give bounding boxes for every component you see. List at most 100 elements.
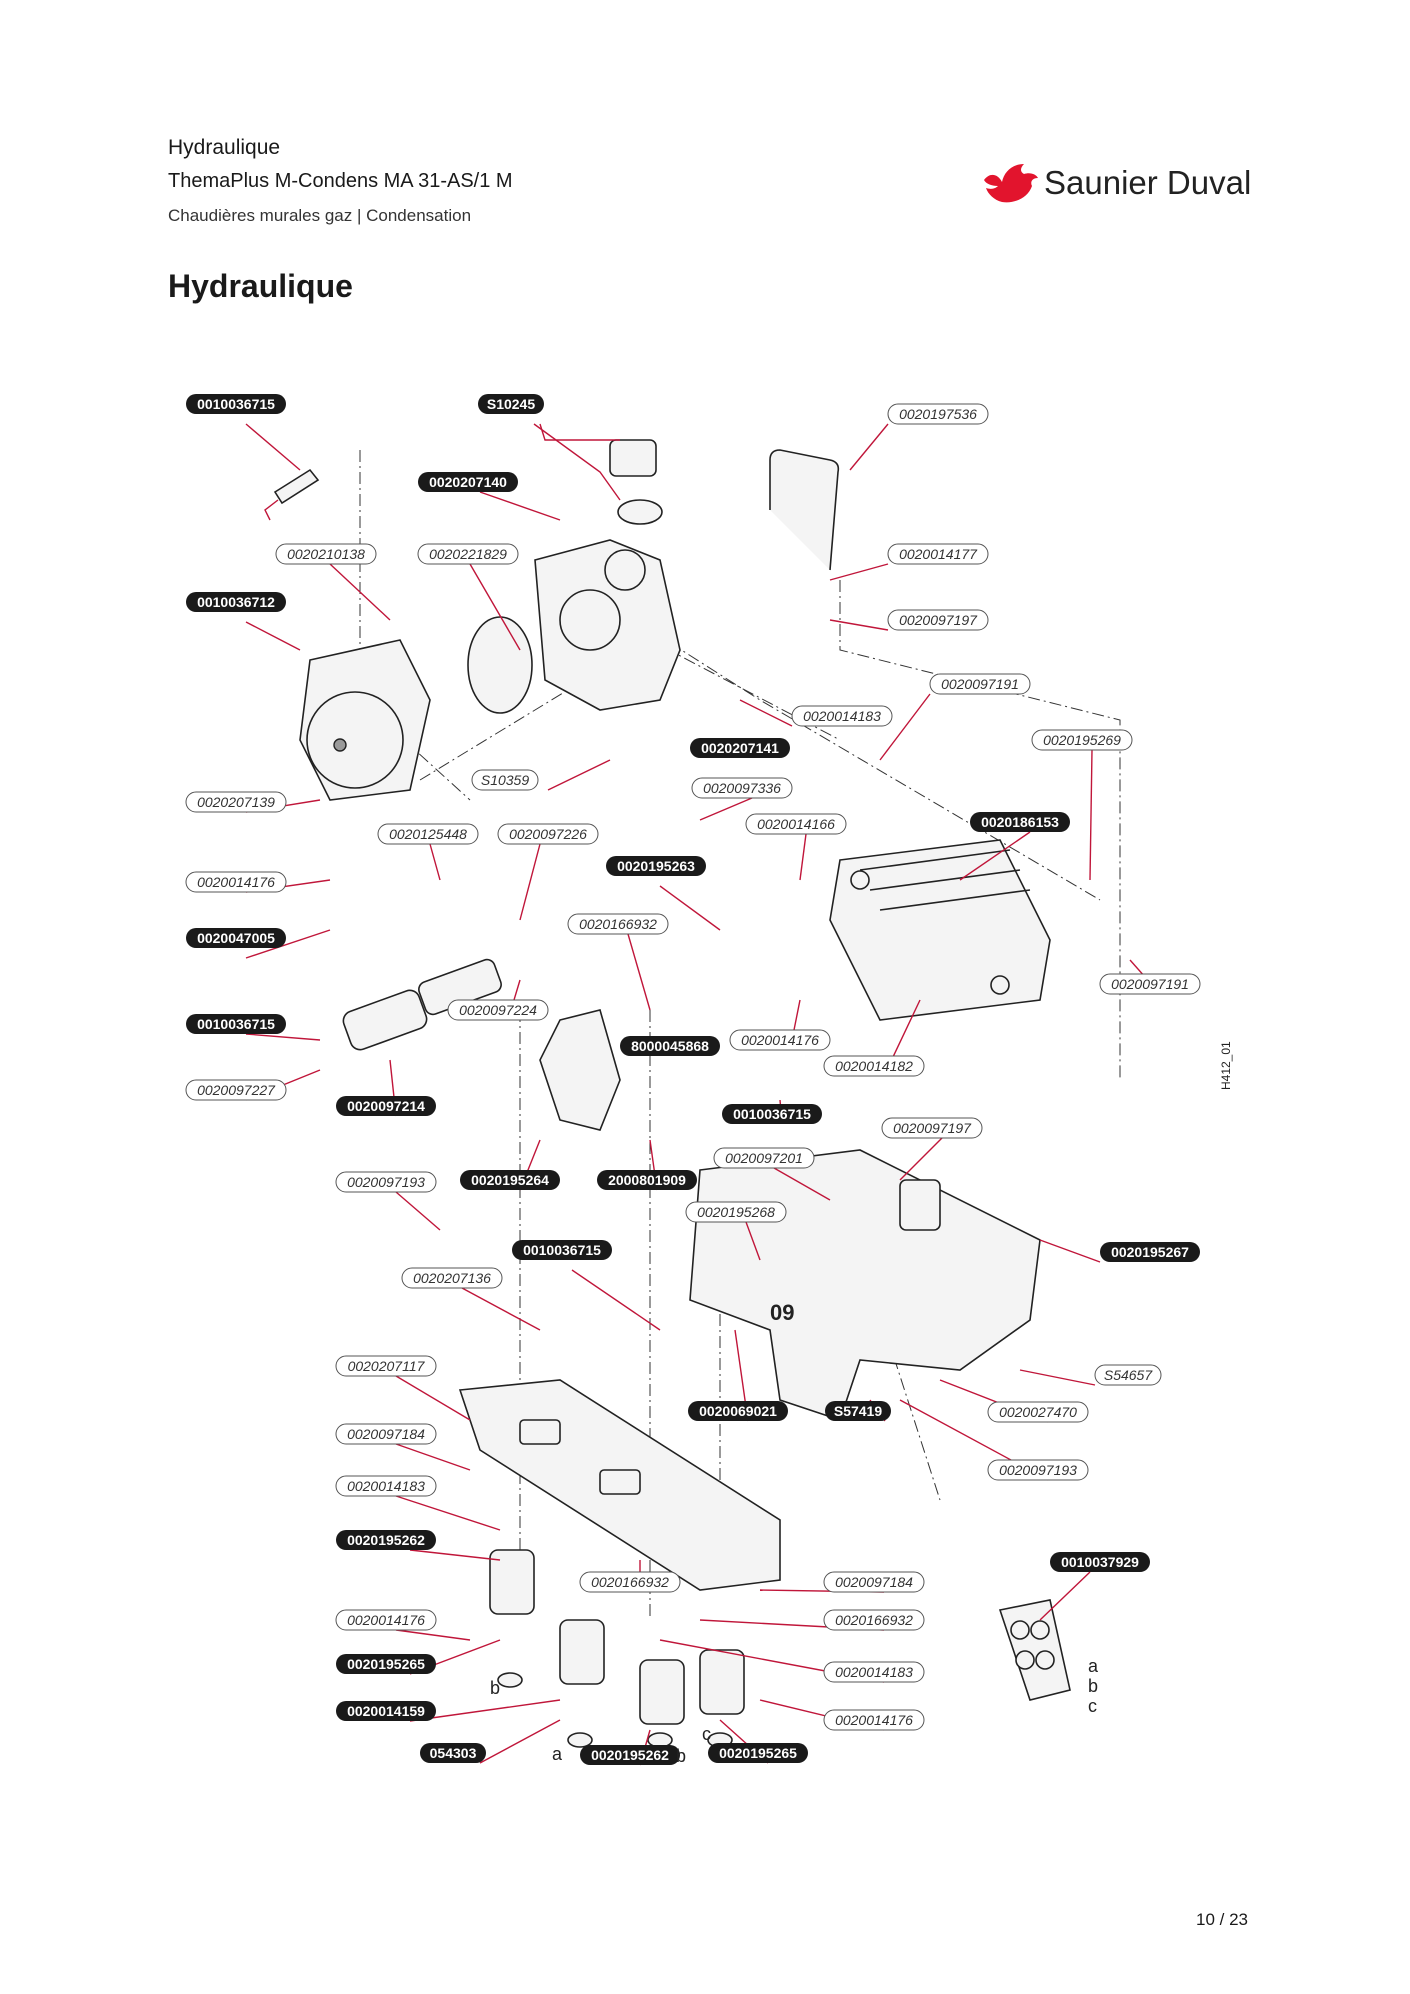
leader-line: [773, 1167, 831, 1201]
leader-line: [829, 619, 889, 631]
part-number-label-dark: 0020047005: [186, 928, 286, 948]
label-text: 0020207139: [197, 794, 275, 810]
part-number-label-dark: 0010036715: [186, 394, 286, 414]
callout-letter: b: [490, 1678, 500, 1698]
leader-line: [409, 1549, 501, 1561]
label-pill: [987, 1401, 1089, 1423]
part-number-label: 0020097201: [713, 1147, 815, 1169]
part-number-label-dark: S10245: [478, 394, 544, 414]
callout-letter: c: [1088, 1696, 1097, 1716]
pump-body-part: [534, 539, 681, 711]
label-pill: [377, 823, 479, 845]
part-number-label-dark: 0020014159: [336, 1701, 436, 1721]
label-text: 0020207136: [413, 1270, 491, 1286]
label-pill: [685, 1201, 787, 1223]
label-text: 0010036712: [197, 594, 275, 610]
label-text: 2000801909: [608, 1172, 686, 1188]
label-text: 0020097193: [999, 1462, 1077, 1478]
label-text: 0010037929: [1061, 1554, 1139, 1570]
leader-line: [1089, 749, 1093, 881]
label-text: 0020014159: [347, 1703, 425, 1719]
label-text: 0020027470: [999, 1404, 1077, 1420]
label-text: 0020166932: [591, 1574, 669, 1590]
callout-letter: b: [1088, 1676, 1098, 1696]
part-number-label: 0020097226: [497, 823, 599, 845]
label-text: 0020097336: [703, 780, 781, 796]
label-pill: [471, 769, 539, 791]
part-number-label-dark: 8000045868: [620, 1036, 720, 1056]
label-pill: [825, 1401, 891, 1421]
part-number-label: 0020207136: [401, 1267, 503, 1289]
part-number-label: 0020014183: [335, 1475, 437, 1497]
part-number-label-dark: 0020207140: [418, 472, 518, 492]
label-pill: [823, 1661, 925, 1683]
part-number-label: 0020014177: [887, 543, 989, 565]
label-pill: [580, 1745, 680, 1765]
label-pill: [929, 673, 1031, 695]
label-pill: [186, 1014, 286, 1034]
label-pill: [688, 1401, 788, 1421]
label-pill: [791, 705, 893, 727]
figure-code: H412_01: [1219, 1041, 1233, 1090]
label-text: 0020197536: [899, 406, 977, 422]
label-pill: [722, 1104, 822, 1124]
leader-line: [627, 933, 651, 1011]
label-pill: [1031, 729, 1133, 751]
label-pill: [823, 1709, 925, 1731]
label-pill: [606, 856, 706, 876]
label-text: S10245: [487, 396, 535, 412]
gasket-kit-part: [998, 1599, 1071, 1701]
leader-line: [745, 1221, 761, 1261]
header-title: Hydraulique: [168, 136, 281, 159]
label-pill: [713, 1147, 815, 1169]
leader-line: [547, 759, 611, 791]
label-pill: [690, 738, 790, 758]
part-number-label: 0020207117: [335, 1355, 437, 1377]
leader-line: [959, 831, 1031, 881]
o-ring-part: [467, 616, 533, 714]
label-text: 0020166932: [579, 916, 657, 932]
label-pill: [185, 871, 287, 893]
label-pill: [729, 1029, 831, 1051]
leader-line: [479, 1719, 561, 1764]
label-text: 0020014176: [741, 1032, 819, 1048]
label-text: 0010036715: [197, 1016, 275, 1032]
pump-motor-part: [299, 639, 431, 801]
part-number-label: 0020097227: [185, 1079, 287, 1101]
part-number-label: 0020125448: [377, 823, 479, 845]
part-number-label: S54657: [1094, 1364, 1162, 1386]
label-pill: [335, 1171, 437, 1193]
part-number-label: 0020097193: [335, 1171, 437, 1193]
leader-line: [849, 423, 889, 471]
label-pill: [401, 1267, 503, 1289]
leader-line: [245, 929, 331, 959]
part-number-label: 0020166932: [579, 1571, 681, 1593]
leader-line: [245, 423, 301, 471]
fittings-part: [489, 1549, 745, 1748]
part-number-label-dark: 0020195267: [1100, 1242, 1200, 1262]
label-pill: [447, 999, 549, 1021]
label-text: S10359: [481, 772, 529, 788]
part-number-label-dark: 0020097214: [336, 1096, 436, 1116]
label-text: 0020097214: [347, 1098, 425, 1114]
part-number-label: 0020195269: [1031, 729, 1133, 751]
part-number-label: 0020014183: [823, 1661, 925, 1683]
part-number-label-dark: 0010036715: [722, 1104, 822, 1124]
label-text: 0020014183: [835, 1664, 913, 1680]
part-number-label-dark: 0010036715: [186, 1014, 286, 1034]
part-number-label: 0020097184: [335, 1423, 437, 1445]
label-text: 0010036715: [523, 1242, 601, 1258]
part-number-label: 0020197536: [887, 403, 989, 425]
part-number-label: 0020097197: [881, 1117, 983, 1139]
part-number-label-dark: 0020069021: [688, 1401, 788, 1421]
part-number-label: 0020014176: [823, 1709, 925, 1731]
callout-letter: a: [1088, 1656, 1099, 1676]
part-number-label: 0020097224: [447, 999, 549, 1021]
label-pill: [620, 1036, 720, 1056]
label-text: 0020186153: [981, 814, 1059, 830]
label-text: 0020221829: [429, 546, 507, 562]
part-number-label: 0020014176: [729, 1029, 831, 1051]
label-pill: [335, 1475, 437, 1497]
